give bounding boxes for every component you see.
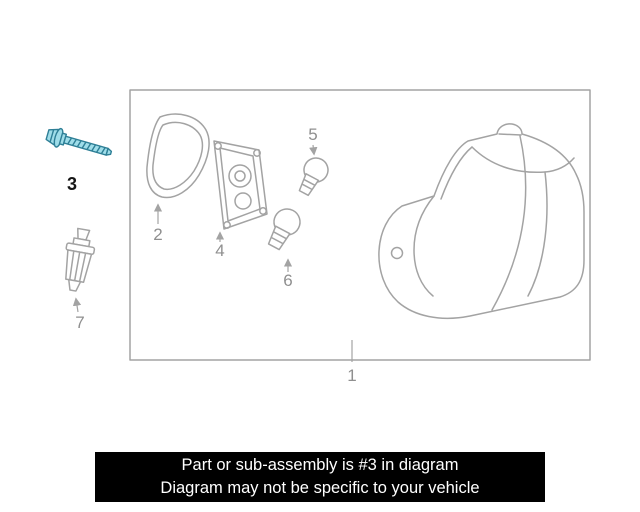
lamp-outer-outline: [378, 123, 585, 320]
banner-line2: Diagram may not be specific to your vehi…: [160, 479, 480, 497]
lamp-edge-inner-line: [440, 146, 473, 200]
bolt-drawing-highlighted: [45, 127, 113, 156]
part-7-label: 7: [75, 313, 84, 332]
diagram-frame: [129, 89, 591, 361]
panel-screw-4: [223, 221, 231, 229]
lamp-mount-hole: [390, 246, 404, 260]
part-2-label: 2: [153, 225, 162, 244]
panel-hole-large: [228, 164, 252, 188]
panel-hole-large-inner: [234, 170, 246, 182]
part-1-label: 1: [347, 366, 356, 385]
part-6-label: 6: [283, 271, 292, 290]
mount-panel-drawing: [213, 140, 268, 230]
bulb-socket-drawing: [65, 227, 96, 292]
part-5-leader: [309, 144, 318, 156]
lamp-side-face-curve: [527, 171, 548, 297]
part-5-label: 5: [308, 125, 317, 144]
gasket-inner-outline: [152, 121, 204, 191]
lamp-top-tab-line: [498, 133, 522, 136]
socket-tip: [68, 278, 82, 292]
bulb-drawing-6: [267, 208, 301, 251]
bolt-threads: [67, 137, 106, 155]
bolt-tip: [105, 147, 113, 156]
panel-screw-2: [253, 149, 261, 157]
banner-line1: Part or sub-assembly is #3 in diagram: [181, 455, 459, 474]
bulb5-base-ridges: [301, 178, 316, 191]
tail-lamp-assembly-drawing: [378, 123, 585, 320]
gasket-drawing: [146, 113, 210, 199]
lamp-left-contour: [413, 195, 435, 297]
part-7-leader: [72, 297, 82, 313]
part-3-label-highlighted: 3: [67, 174, 77, 194]
bulb6-base-ridges: [270, 231, 287, 245]
bolt-head-facet: [49, 129, 55, 143]
disclaimer-banner: Part or sub-assembly is #3 in diagram Di…: [95, 452, 545, 502]
lamp-lens-sweep: [491, 135, 527, 311]
panel-hole-small: [234, 192, 252, 210]
socket-ribs: [68, 250, 87, 283]
panel-screw-3: [259, 207, 267, 215]
gasket-outer-outline: [146, 113, 210, 199]
bulb-drawing-5: [298, 157, 329, 197]
panel-screw-1: [214, 142, 222, 150]
part-4-label: 4: [215, 241, 224, 260]
